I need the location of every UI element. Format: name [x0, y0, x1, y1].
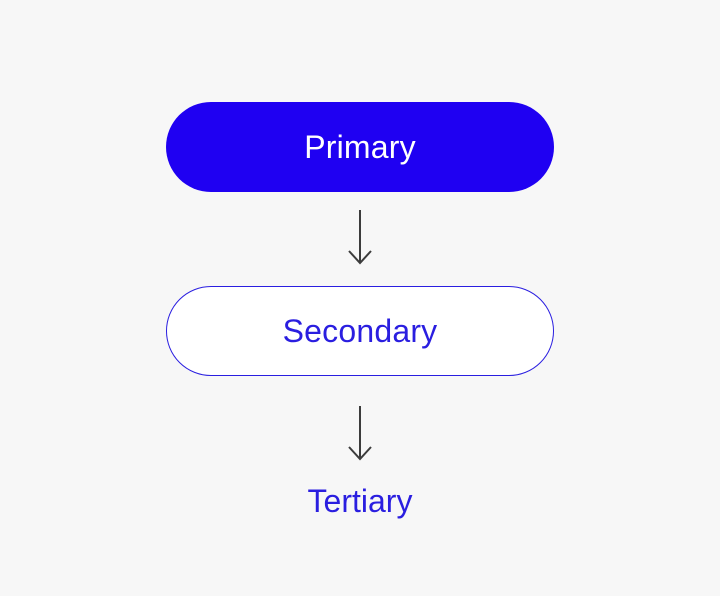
secondary-button[interactable]: Secondary: [166, 286, 554, 376]
arrow-down-icon: [348, 406, 372, 461]
primary-button[interactable]: Primary: [166, 102, 554, 192]
tertiary-button[interactable]: Tertiary: [260, 476, 460, 526]
arrow-down-icon: [348, 210, 372, 265]
